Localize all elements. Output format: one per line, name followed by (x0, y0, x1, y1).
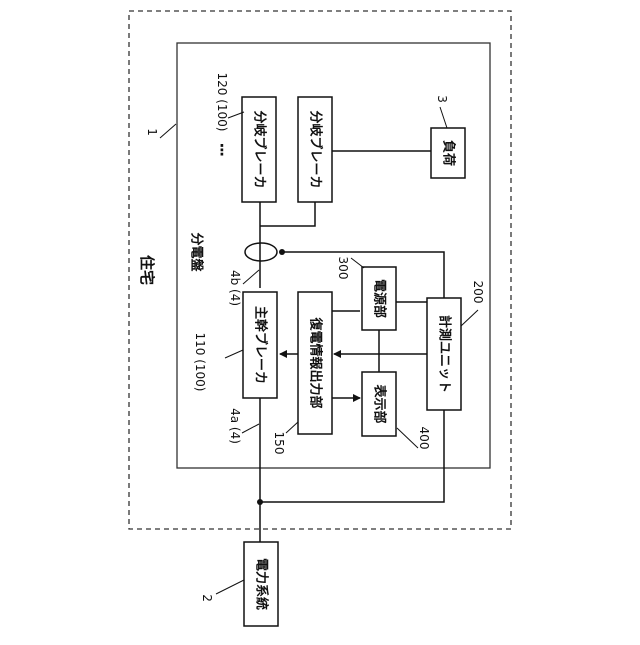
ref-measurement: 200 (471, 281, 485, 304)
leader-house (160, 124, 176, 138)
ref-line-4a: 4a (4) (228, 408, 242, 444)
power-grid-label: 電力系統 (254, 558, 270, 610)
branch-line (260, 202, 315, 226)
ref-grid: 2 (200, 594, 214, 602)
ref-restore-output: 150 (272, 432, 286, 455)
current-sensor (245, 243, 277, 261)
house-label: 住宅 (138, 255, 156, 285)
load-label: 負荷 (441, 140, 457, 166)
ref-display: 400 (417, 427, 431, 450)
leader-line-4b (243, 270, 259, 284)
panel-label: 分電盤 (189, 232, 205, 272)
ref-load: 3 (435, 95, 449, 103)
leader-line-4a (242, 424, 259, 433)
measurement-lower-line (260, 410, 444, 502)
measurement-unit-label: 計測ユニット (437, 315, 453, 393)
ref-main-breaker: 110 (100) (193, 333, 207, 392)
leader-main-breaker (225, 350, 243, 358)
restore-output-label: 復電情報出力部 (308, 316, 324, 408)
ref-line-4b: 4b (4) (228, 270, 242, 306)
ref-branch-breaker: 120 (100) (215, 73, 229, 132)
more-breakers-ellipsis: ⋮ (215, 141, 230, 159)
sensor-junction-dot (279, 249, 285, 255)
leader-grid (216, 580, 244, 594)
ref-house: 1 (145, 128, 159, 136)
ref-power-supply: 300 (336, 257, 350, 280)
house-boundary (129, 11, 511, 529)
branch-breaker-a-label: 分岐ブレーカ (252, 110, 268, 188)
leader-restore-output (286, 422, 298, 433)
leader-power-supply (351, 258, 364, 268)
leader-load (440, 107, 447, 128)
display-label: 表示部 (372, 383, 388, 423)
power-supply-label: 電源部 (372, 279, 388, 318)
trunk-junction-dot (257, 499, 263, 505)
main-breaker-label: 主幹ブレーカ (253, 306, 269, 384)
branch-breaker-b-label: 分岐ブレーカ (308, 110, 324, 188)
leader-display (397, 428, 418, 448)
leader-measurement (461, 310, 478, 326)
